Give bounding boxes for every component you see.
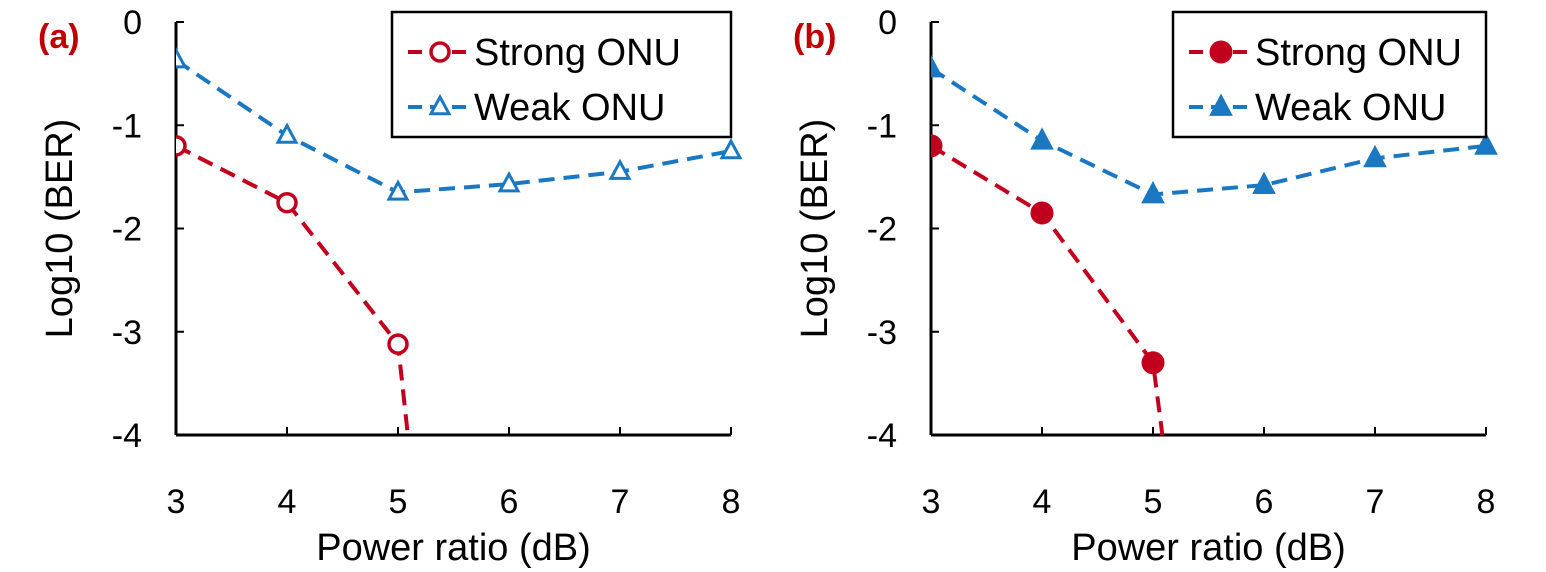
data-point	[275, 122, 299, 144]
data-point	[497, 171, 521, 193]
data-point	[1141, 351, 1165, 375]
series-line	[931, 66, 1487, 197]
data-point	[931, 134, 943, 158]
legend: Strong ONU Weak ONU	[390, 10, 733, 139]
x-tick-label: 7	[611, 483, 630, 521]
data-point	[1030, 201, 1054, 225]
x-tick-label: 7	[1366, 483, 1385, 521]
panel-label: (a)	[38, 18, 80, 56]
y-tick-label: -4	[867, 417, 897, 455]
series-line	[931, 144, 1165, 435]
legend-box	[1171, 10, 1488, 139]
series-weak-onu	[176, 47, 743, 201]
data-point	[1141, 180, 1165, 204]
series-line	[176, 144, 410, 435]
y-tick-label: -1	[867, 107, 897, 145]
data-point	[1030, 127, 1054, 150]
data-point	[276, 191, 298, 214]
y-tick-label: -2	[112, 211, 142, 249]
x-tick-label: 4	[278, 483, 297, 521]
x-tick-label: 4	[1033, 483, 1052, 521]
x-tick-label: 8	[1477, 483, 1496, 521]
y-tick-label: 0	[123, 4, 142, 42]
series-strong-onu	[176, 135, 410, 435]
x-tick-label: 5	[1144, 483, 1163, 521]
data-point	[176, 135, 187, 157]
legend-marker	[428, 93, 452, 116]
series-line	[176, 58, 732, 195]
data-point	[1363, 144, 1387, 168]
y-tick-label: 0	[878, 4, 897, 42]
legend-label: Weak ONU	[474, 87, 665, 129]
data-point	[1474, 132, 1498, 155]
legend-label: Strong ONU	[474, 32, 681, 74]
data-point	[719, 137, 743, 160]
y-axis-title: Log10 (BER)	[794, 119, 836, 339]
y-tick-label: -1	[112, 107, 142, 145]
x-axis-title: Power ratio (dB)	[1071, 527, 1346, 569]
legend: Strong ONU Weak ONU	[1171, 10, 1488, 139]
x-axis-title: Power ratio (dB)	[316, 527, 591, 569]
legend-marker	[1209, 40, 1233, 64]
data-point	[1252, 171, 1276, 195]
data-point	[931, 54, 943, 78]
legend-marker	[1209, 93, 1233, 116]
x-tick-label: 3	[922, 483, 941, 521]
panel-label: (b)	[793, 18, 836, 56]
x-tick-label: 3	[167, 483, 186, 521]
series-weak-onu	[931, 54, 1498, 204]
y-tick-label: -2	[867, 211, 897, 249]
x-tick-label: 5	[389, 483, 408, 521]
y-tick-label: -4	[112, 417, 142, 455]
x-tick-label: 8	[722, 483, 741, 521]
legend-label: Strong ONU	[1255, 32, 1462, 74]
x-tick-label: 6	[500, 483, 519, 521]
y-tick-label: -3	[112, 314, 142, 352]
series-strong-onu	[931, 134, 1165, 435]
data-point	[387, 333, 409, 355]
data-point	[176, 47, 188, 69]
legend-label: Weak ONU	[1255, 87, 1446, 129]
legend-marker	[429, 41, 451, 63]
y-axis-title: Log10 (BER)	[39, 119, 81, 339]
x-tick-label: 6	[1255, 483, 1274, 521]
y-tick-label: -3	[867, 314, 897, 352]
legend-box	[390, 10, 733, 139]
data-point	[608, 158, 632, 180]
data-point	[386, 179, 410, 201]
